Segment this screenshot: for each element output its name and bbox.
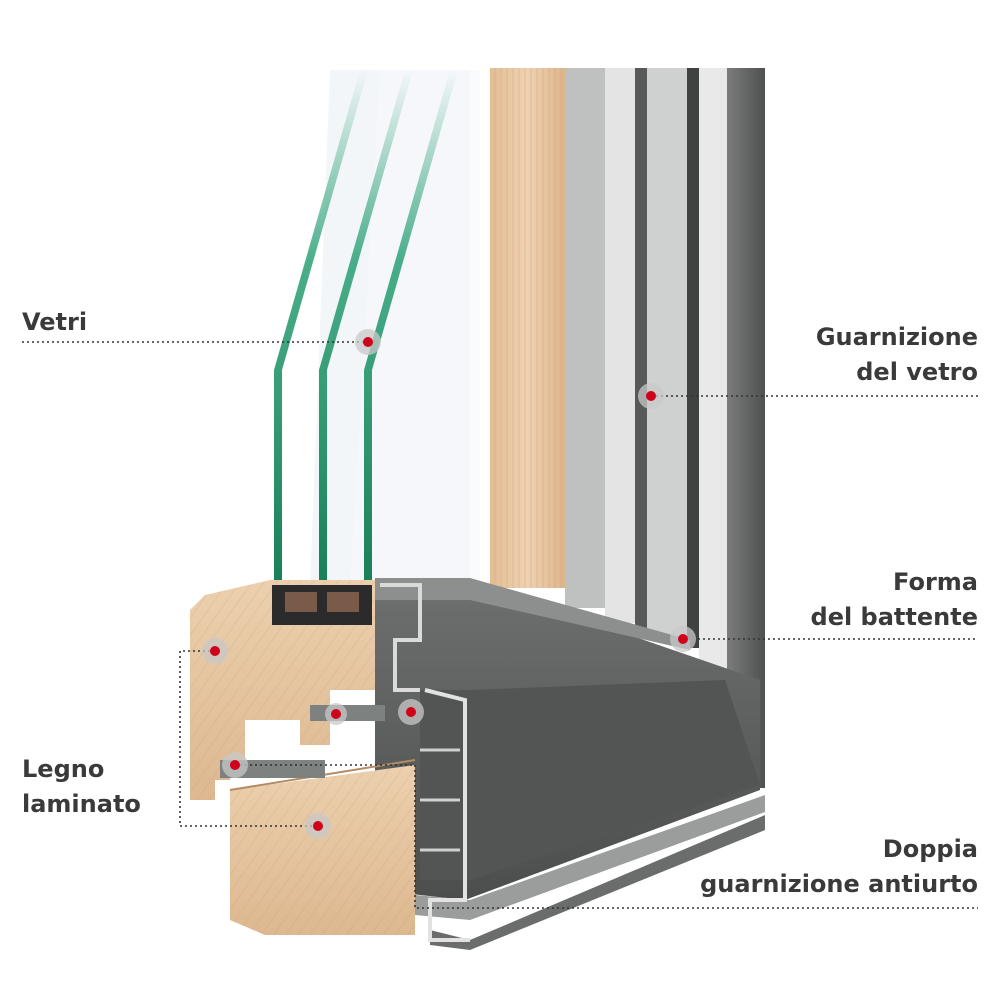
marker-guarnizione-vetro xyxy=(638,383,664,409)
glass-panes xyxy=(274,70,480,620)
marker-seal-left xyxy=(325,703,347,725)
leader-lines xyxy=(22,341,978,909)
label-doppia-guarnizione: Doppia guarnizione antiurto xyxy=(700,832,978,902)
marker-forma-battente xyxy=(670,626,696,652)
leader-doppia-guarnizione xyxy=(235,764,978,909)
marker-doppia-guarnizione xyxy=(222,752,248,778)
label-doppia-guarnizione-line2: guarnizione antiurto xyxy=(700,870,978,898)
label-vetri: Vetri xyxy=(22,305,87,340)
label-legno-laminato: Legno laminato xyxy=(22,752,141,822)
aluminium-sash xyxy=(375,578,765,950)
marker-vetri xyxy=(355,329,381,355)
label-forma-battente-line1: Forma xyxy=(893,568,978,596)
label-doppia-guarnizione-line1: Doppia xyxy=(882,835,978,863)
marker-legno-lower xyxy=(305,813,331,839)
label-forma-battente: Forma del battente xyxy=(811,565,978,635)
vertical-frame xyxy=(490,68,765,788)
label-legno-laminato-line1: Legno xyxy=(22,755,105,783)
label-guarnizione-vetro-line1: Guarnizione xyxy=(815,323,978,351)
laminated-wood xyxy=(190,580,416,935)
markers xyxy=(202,329,696,839)
label-vetri-text: Vetri xyxy=(22,308,88,336)
label-legno-laminato-line2: laminato xyxy=(22,790,141,818)
marker-legno-upper xyxy=(202,638,228,664)
label-guarnizione-vetro: Guarnizione del vetro xyxy=(816,320,978,390)
label-guarnizione-vetro-line2: del vetro xyxy=(856,358,978,386)
label-forma-battente-line2: del battente xyxy=(810,603,978,631)
marker-seal-right xyxy=(398,699,424,725)
